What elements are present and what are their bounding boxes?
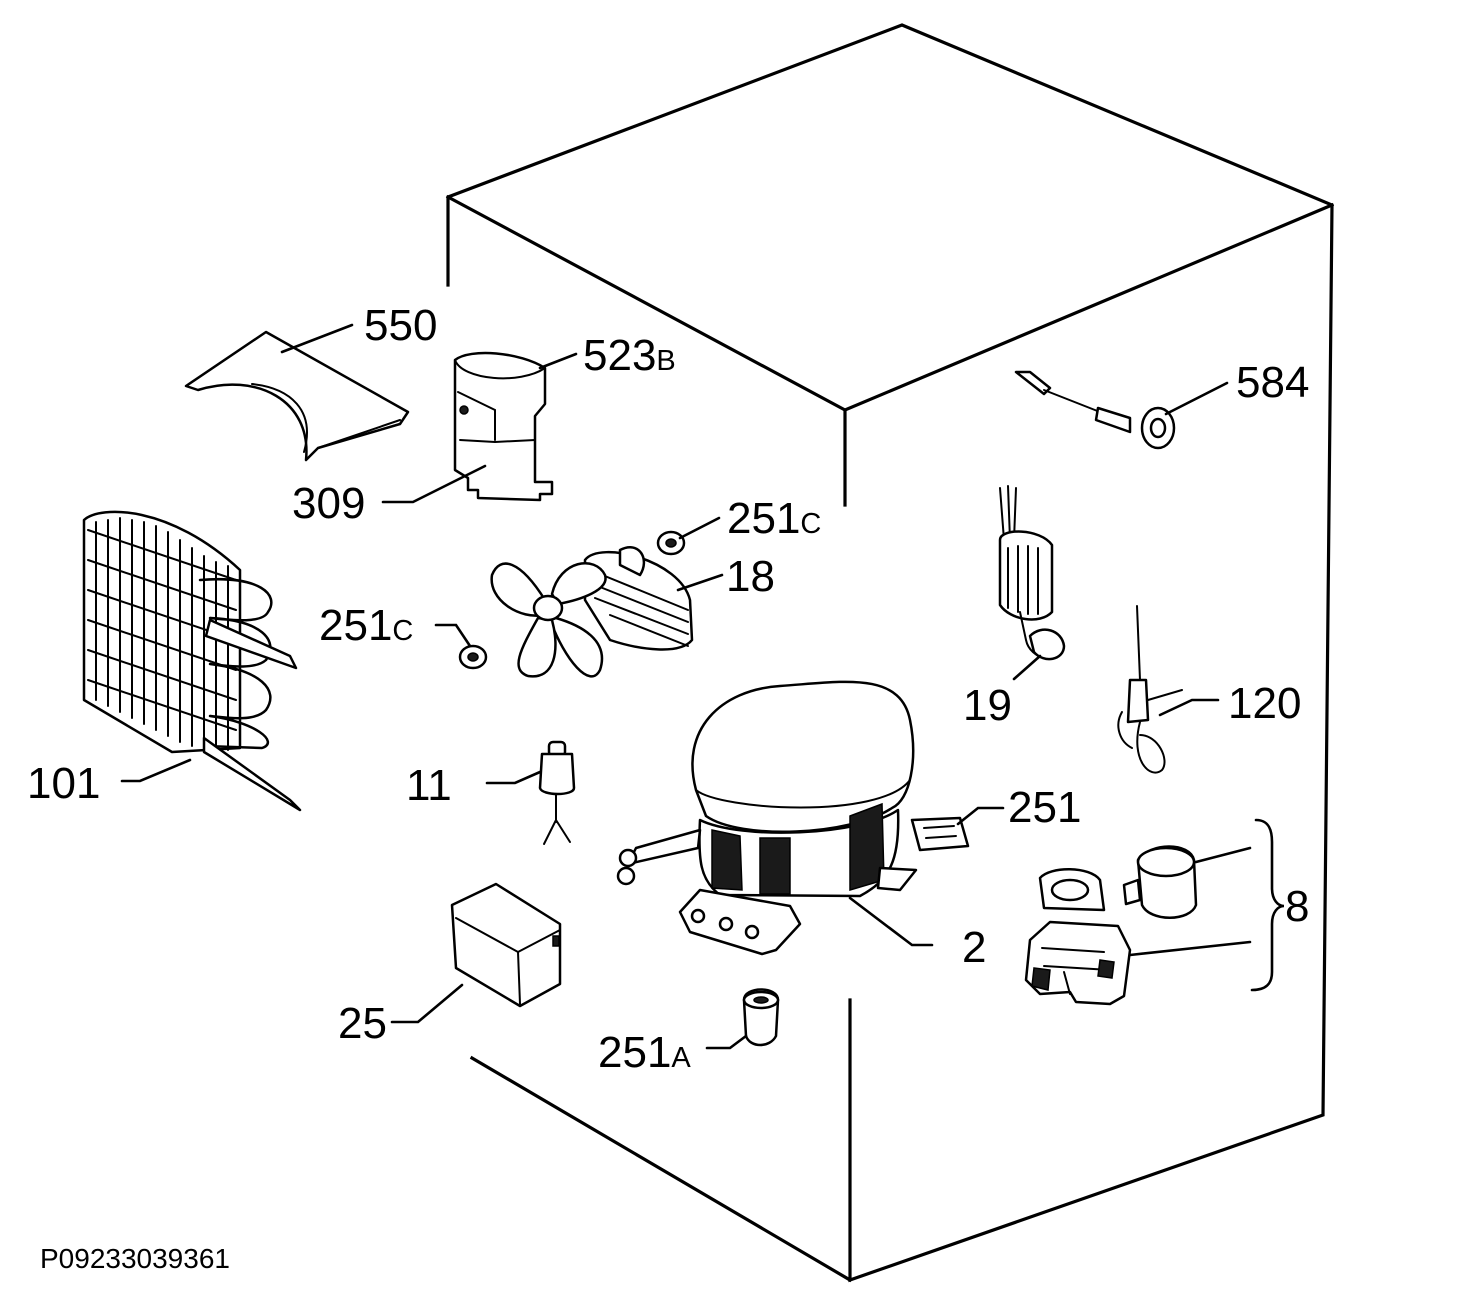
- label-251a: 251A: [598, 1028, 691, 1077]
- label-523b-number: 523: [583, 331, 656, 380]
- diagram-code: P09233039361: [40, 1243, 230, 1274]
- label-19: 19: [963, 681, 1012, 730]
- label-523b-suffix: B: [656, 345, 675, 377]
- filter-drier-11: [538, 740, 576, 845]
- capacitor-25: [450, 882, 562, 1008]
- label-251: 251: [1008, 783, 1081, 832]
- label-251c-top-suffix: C: [800, 508, 821, 540]
- label-18: 18: [726, 552, 775, 601]
- relay-overload-8: [1024, 845, 1198, 1006]
- label-550: 550: [364, 301, 437, 350]
- label-584: 584: [1236, 358, 1309, 407]
- label-309: 309: [292, 479, 365, 528]
- label-251c-top-number: 251: [727, 494, 800, 543]
- cover-plate-550: [184, 330, 410, 462]
- probe-120: [1117, 605, 1183, 774]
- label-120: 120: [1228, 679, 1301, 728]
- label-11: 11: [406, 761, 452, 810]
- label-251c-left-number: 251: [319, 601, 392, 650]
- sensor-584: [1014, 370, 1176, 450]
- cabinet-outline: [445, 23, 1335, 1283]
- label-101: 101: [27, 759, 100, 808]
- grommet-251c-left: [458, 644, 488, 670]
- label-523b: 523B: [583, 331, 676, 380]
- leader-lines: [120, 323, 1285, 1050]
- label-251a-suffix: A: [671, 1042, 691, 1074]
- condenser-101: [82, 510, 302, 812]
- label-25: 25: [338, 999, 387, 1048]
- relay-cover-523b: [453, 351, 554, 502]
- label-251c-left: 251C: [319, 601, 413, 650]
- grommet-251c-top: [656, 530, 686, 556]
- label-2: 2: [962, 923, 986, 972]
- label-251c-top: 251C: [727, 494, 821, 543]
- heater-19: [998, 485, 1066, 661]
- label-251a-number: 251: [598, 1028, 671, 1077]
- grommet-251a: [742, 988, 780, 1047]
- compressor-2: [616, 680, 970, 956]
- label-8: 8: [1285, 882, 1309, 931]
- fan-motor-18: [490, 546, 694, 678]
- label-251c-left-suffix: C: [392, 615, 413, 647]
